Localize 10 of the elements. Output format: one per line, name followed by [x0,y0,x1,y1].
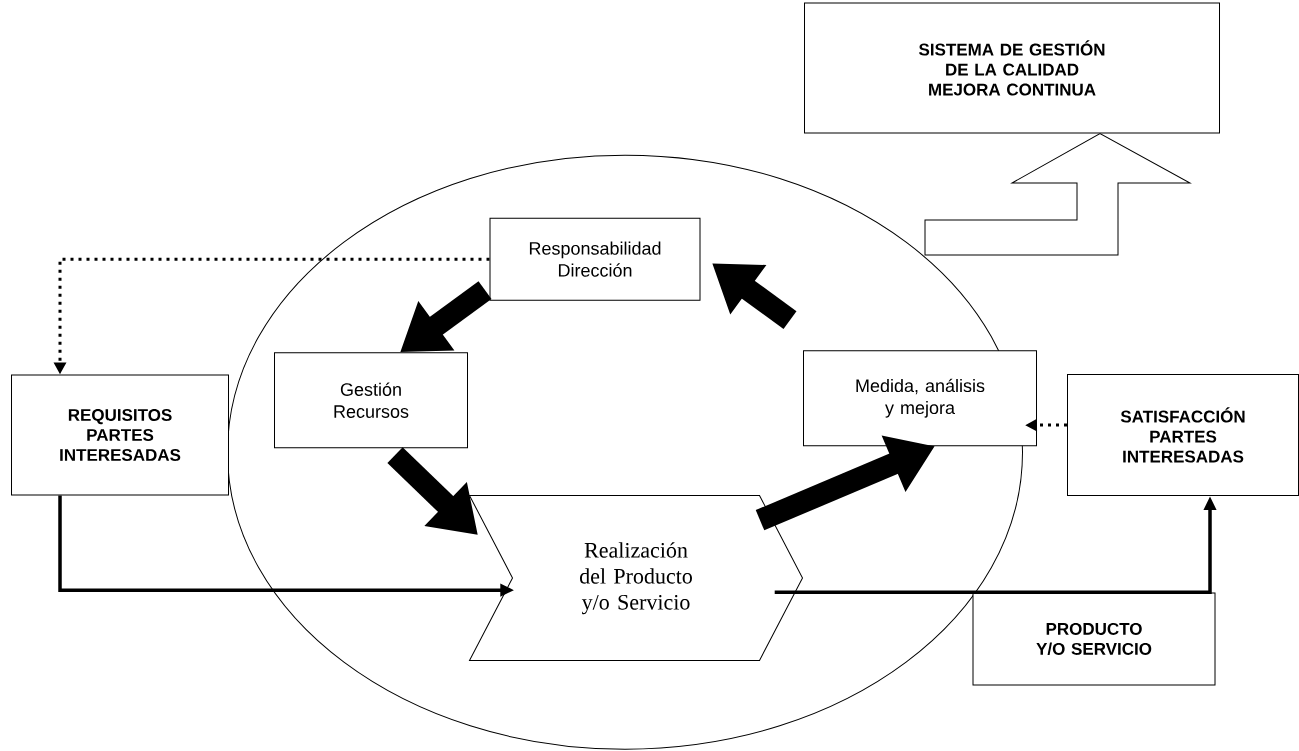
title-box: SISTEMA DE GESTIÓN DE LA CALIDAD MEJORA CONTINUA [804,2,1220,134]
process-box: Gestión Recursos [274,352,468,449]
output-label-box: PRODUCTO Y/O SERVICIO [972,592,1216,686]
input-box: REQUISITOS PARTES INTERESADAS [11,374,229,496]
process-chevron: Realización del Producto y/o Servicio [469,495,803,661]
cycle-ellipse [227,154,1023,750]
hollow-arrow [924,133,1191,256]
output-box: SATISFACCIÓN PARTES INTERESADAS [1067,374,1299,496]
process-box: Responsabilidad Dirección [489,217,701,301]
process-box: Medida, análisis y mejora [803,350,1037,447]
